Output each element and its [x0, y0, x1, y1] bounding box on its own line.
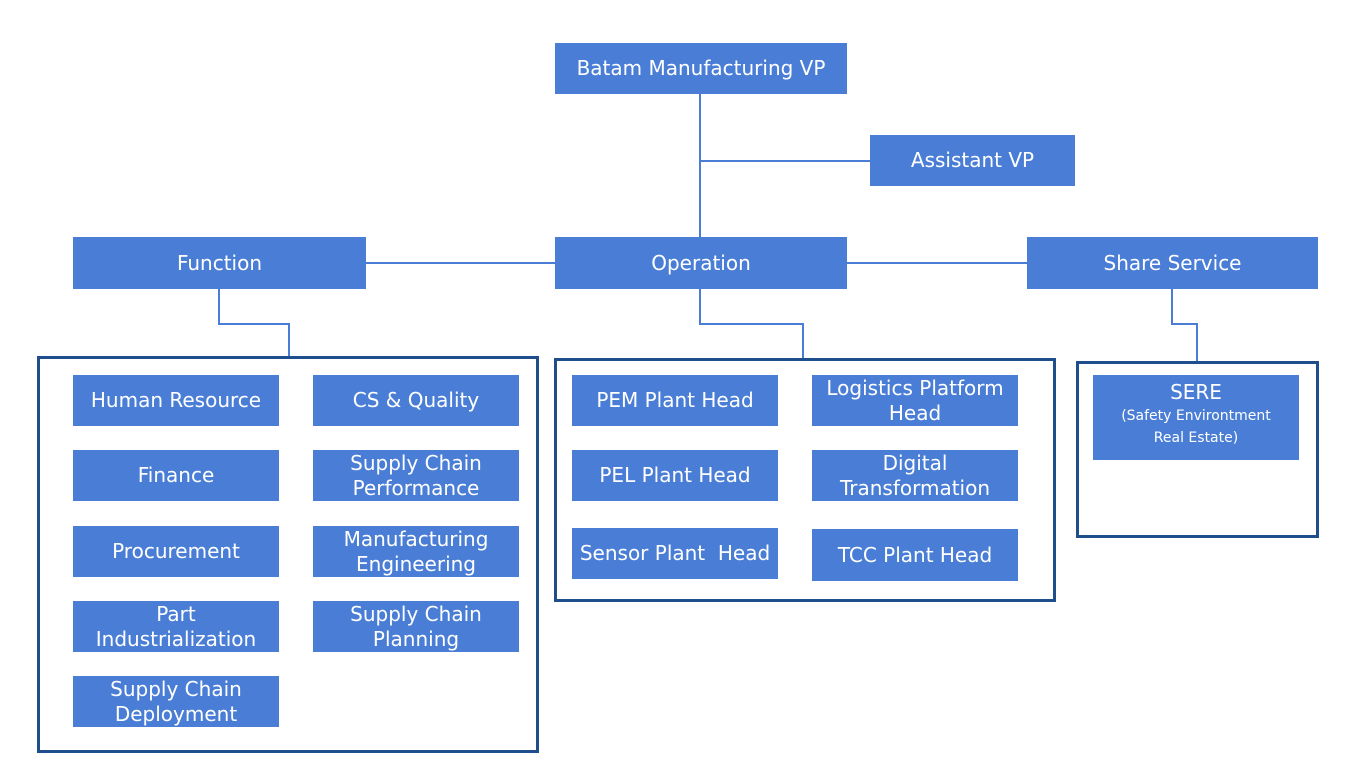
- assistant-vp-box: Assistant VP: [870, 135, 1075, 186]
- manufacturing-engineering-box: Manufacturing Engineering: [313, 526, 519, 577]
- procurement-box: Procurement: [73, 526, 279, 577]
- logistics-platform-head-box: Logistics Platform Head: [812, 375, 1018, 426]
- vp-box: Batam Manufacturing VP: [555, 43, 847, 94]
- digital-transformation-box: Digital Transformation: [812, 450, 1018, 501]
- sensor-plant-head-box: Sensor Plant Head: [572, 528, 778, 579]
- sere-subtitle-line2: Real Estate): [1153, 430, 1239, 447]
- operation-box: Operation: [555, 237, 847, 289]
- part-industrialization-box: Part Industrialization: [73, 601, 279, 652]
- share-service-box: Share Service: [1027, 237, 1318, 289]
- pem-plant-head-box: PEM Plant Head: [572, 375, 778, 426]
- tcc-plant-head-box: TCC Plant Head: [812, 529, 1018, 581]
- connector-function-group: [218, 289, 290, 358]
- connector-operation-group: [699, 289, 804, 359]
- sere-box: SERE (Safety Environtment Real Estate): [1093, 375, 1299, 460]
- pel-plant-head-box: PEL Plant Head: [572, 450, 778, 501]
- function-group: [37, 356, 539, 753]
- human-resource-box: Human Resource: [73, 375, 279, 426]
- share-service-group: [1076, 361, 1319, 538]
- operation-group: [554, 358, 1056, 602]
- finance-box: Finance: [73, 450, 279, 501]
- supply-chain-deployment-box: Supply Chain Deployment: [73, 676, 279, 727]
- sere-title: SERE: [1170, 380, 1222, 404]
- function-box: Function: [73, 237, 366, 289]
- cs-quality-box: CS & Quality: [313, 375, 519, 426]
- connector-share-group: [1171, 289, 1198, 362]
- supply-chain-planning-box: Supply Chain Planning: [313, 601, 519, 652]
- sere-subtitle-line1: (Safety Environtment: [1121, 408, 1271, 424]
- supply-chain-performance-box: Supply Chain Performance: [313, 450, 519, 501]
